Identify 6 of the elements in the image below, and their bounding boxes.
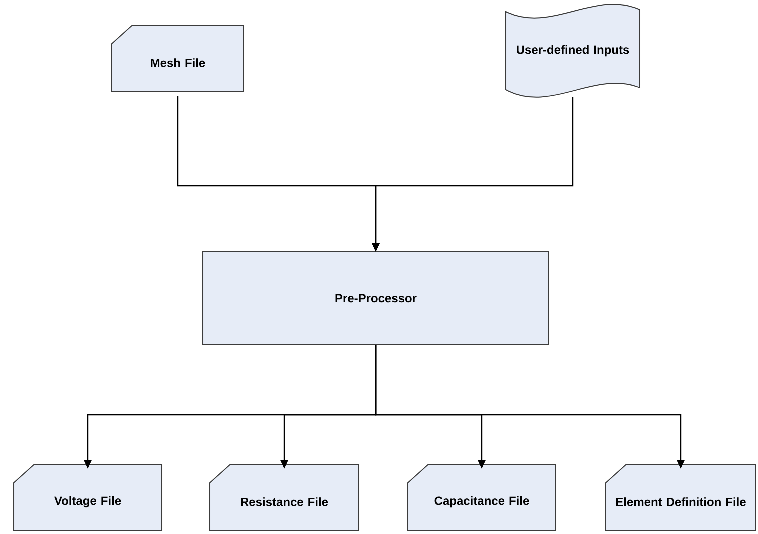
file-card: Element Definition File <box>606 464 756 532</box>
file-card: Capacitance File <box>408 464 556 532</box>
file-card: Resistance File <box>210 464 360 532</box>
file-card: Voltage File <box>14 464 162 532</box>
process-box: Pre-Processor <box>202 252 550 346</box>
file-card: Mesh File <box>112 26 244 92</box>
